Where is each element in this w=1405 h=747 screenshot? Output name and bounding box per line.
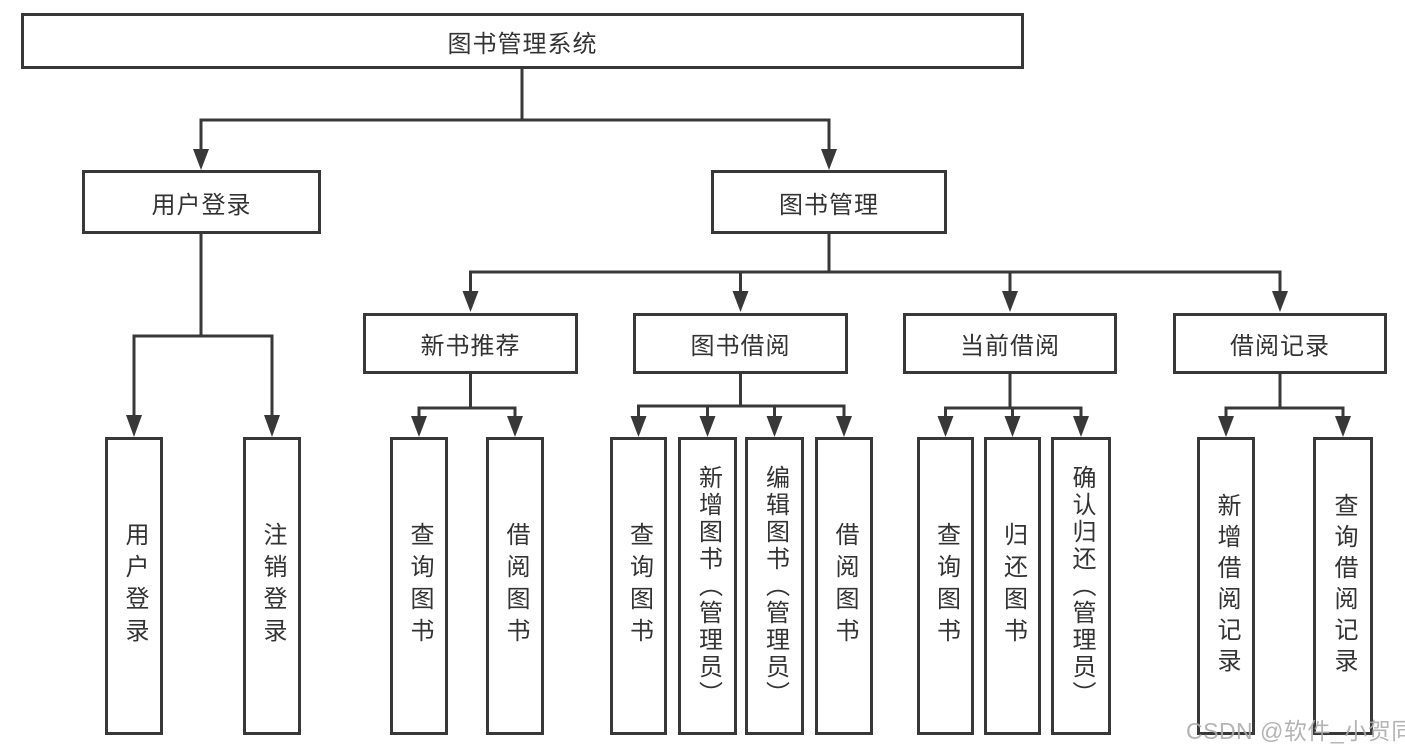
node-borrowing-records: 借阅记录 xyxy=(1173,313,1387,374)
leaf-label: 借阅图书 xyxy=(502,522,529,650)
node-label: 图书借阅 xyxy=(690,333,791,360)
leaf-query-books-newbooks: 查询图书 xyxy=(390,437,448,735)
connector-current-borrow-to-leaves xyxy=(937,374,1089,437)
leaf-user-login: 用户登录 xyxy=(105,437,163,735)
leaf-label: 查询图书 xyxy=(406,522,433,650)
leaf-confirm-return-admin: 确认归还（管理员） xyxy=(1051,437,1111,735)
node-library-management-system: 图书管理系统 xyxy=(21,13,1024,69)
node-label: 当前借阅 xyxy=(960,333,1060,360)
leaf-add-books-admin: 新增图书（管理员） xyxy=(678,437,737,735)
connector-borrowing-to-leaves xyxy=(630,374,852,437)
leaf-borrow-books-borrowing: 借阅图书 xyxy=(815,437,873,735)
connector-book-mgmt-to-level3 xyxy=(462,234,1288,312)
leaf-query-books-borrowing: 查询图书 xyxy=(610,437,667,735)
leaf-label: 归还图书 xyxy=(999,522,1027,650)
node-new-book-recommend: 新书推荐 xyxy=(363,313,578,374)
leaf-label: 编辑图书（管理员） xyxy=(761,464,789,708)
node-label: 用户登录 xyxy=(151,191,252,219)
node-label: 新书推荐 xyxy=(420,333,521,360)
leaf-return-books: 归还图书 xyxy=(984,437,1041,735)
leaf-query-borrow-record: 查询借阅记录 xyxy=(1313,437,1373,735)
leaf-edit-books-admin: 编辑图书（管理员） xyxy=(745,437,804,735)
connector-user-login-to-leaves xyxy=(126,234,280,437)
leaf-label: 确认归还（管理员） xyxy=(1068,464,1095,708)
node-label: 图书管理 xyxy=(779,191,879,219)
leaf-query-books-current: 查询图书 xyxy=(917,437,974,735)
connector-root-to-level2 xyxy=(193,68,837,170)
leaf-label: 借阅图书 xyxy=(831,522,858,650)
csdn-watermark: CSDN @软件_小贺同学 xyxy=(1186,718,1405,744)
leaf-borrow-books-newbooks: 借阅图书 xyxy=(486,437,544,735)
leaf-label: 新增借阅记录 xyxy=(1213,493,1240,679)
connector-borrow-records-to-leaves xyxy=(1218,374,1351,437)
leaf-label: 查询图书 xyxy=(625,522,653,650)
leaf-label: 注销登录 xyxy=(259,522,286,650)
leaf-label: 查询图书 xyxy=(932,522,960,650)
node-book-borrowing: 图书借阅 xyxy=(633,313,848,374)
node-label: 借阅记录 xyxy=(1230,333,1330,360)
leaf-add-borrow-record: 新增借阅记录 xyxy=(1197,437,1255,735)
node-user-login: 用户登录 xyxy=(82,170,321,234)
node-label: 图书管理系统 xyxy=(447,30,598,58)
leaf-logout: 注销登录 xyxy=(243,437,301,735)
node-current-borrowing: 当前借阅 xyxy=(903,313,1117,374)
connector-new-books-to-leaves xyxy=(411,374,523,437)
leaf-label: 查询借阅记录 xyxy=(1330,493,1357,679)
leaf-label: 新增图书（管理员） xyxy=(694,464,722,708)
leaf-label: 用户登录 xyxy=(121,522,148,650)
node-book-management: 图书管理 xyxy=(711,170,947,234)
